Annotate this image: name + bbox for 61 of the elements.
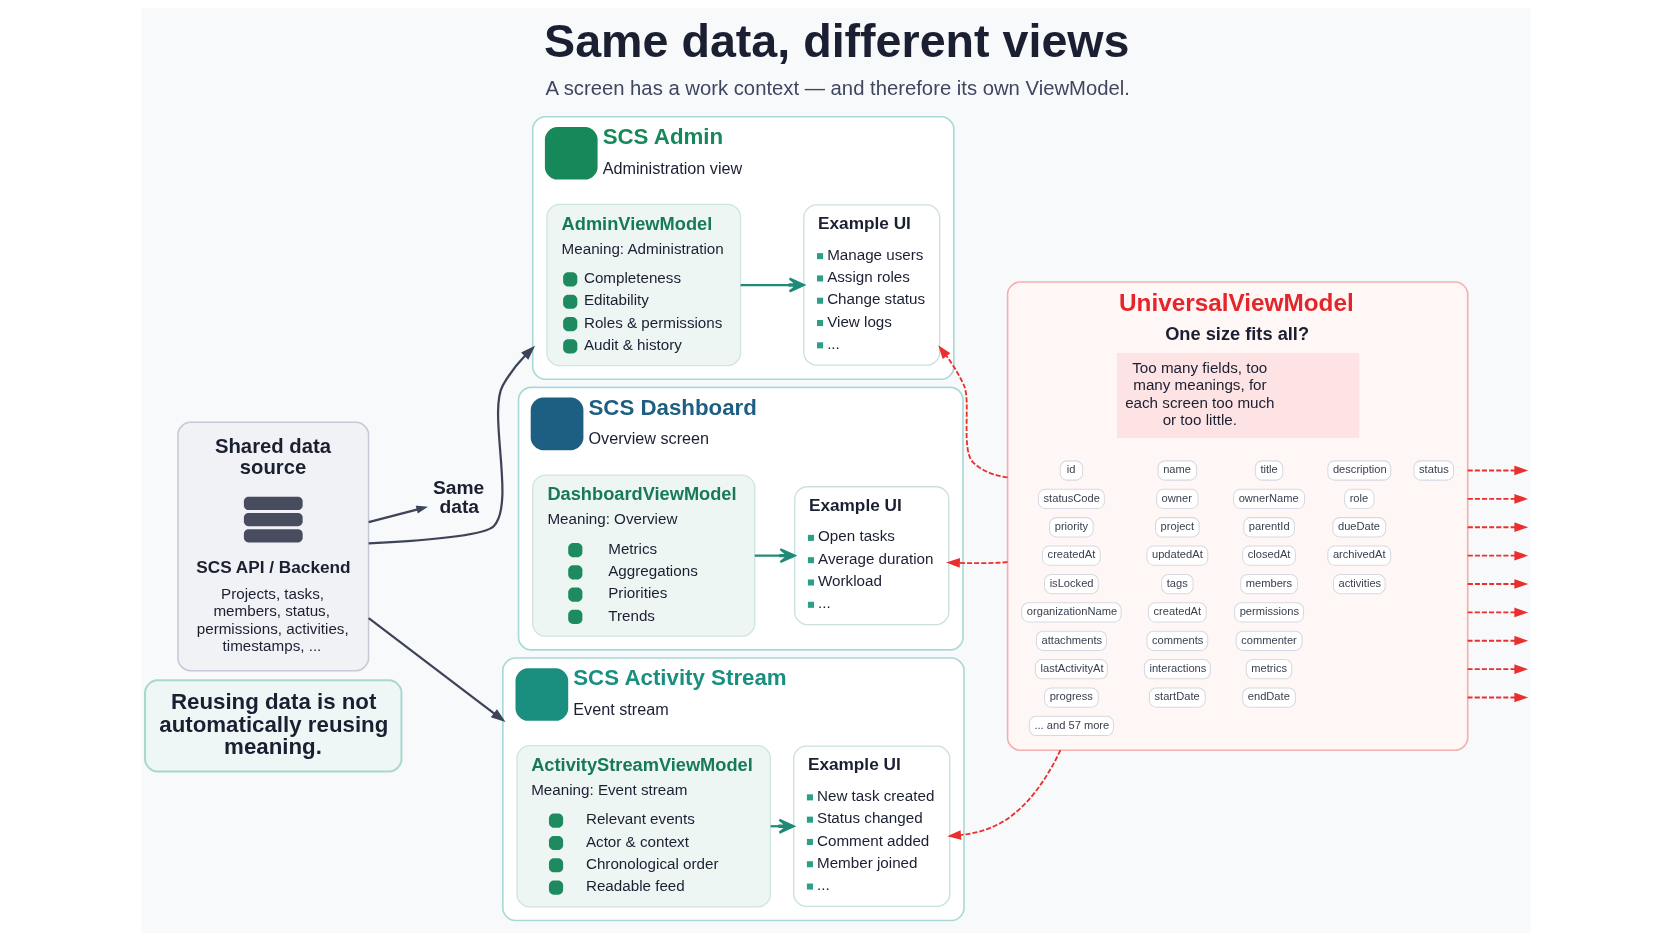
arrow bbox=[1466, 522, 1529, 533]
node-box: startDate bbox=[1148, 687, 1206, 708]
caption: A screen has a work context — and therefore its own ViewModel. bbox=[545, 76, 1130, 99]
arrow bbox=[1466, 692, 1529, 703]
node-box: owner bbox=[1156, 488, 1199, 509]
node-box: organizationName bbox=[1021, 602, 1122, 623]
node-box: updatedAt bbox=[1146, 545, 1209, 566]
arrow bbox=[1466, 579, 1529, 589]
node-box: Reusing data is not automatically reusing meaning. bbox=[144, 679, 403, 773]
arrow bbox=[1466, 664, 1529, 674]
arrow bbox=[946, 558, 1009, 568]
arrow bbox=[1466, 465, 1529, 476]
node-box: comments bbox=[1146, 630, 1209, 651]
node-box: dueDate bbox=[1332, 517, 1387, 538]
node-text: Same data bbox=[432, 477, 485, 518]
node-box: archivedAt bbox=[1327, 545, 1392, 566]
diagram-title: Same data, different views bbox=[544, 15, 1130, 68]
arrow bbox=[740, 277, 805, 293]
node-box: DashboardViewModel Meaning: Overview Metrics Aggregations Priorities Trends bbox=[532, 474, 756, 637]
node-box: tags bbox=[1161, 573, 1194, 595]
arrow bbox=[1466, 635, 1529, 646]
arrow bbox=[938, 345, 1009, 479]
node-box: createdAt bbox=[1147, 602, 1207, 623]
node-box: Example UI New task created Status changed Comment added Member joined ... bbox=[793, 745, 951, 907]
node-box: AdminViewModel Meaning: Administration Completeness Editability Roles & permissions Audit & history bbox=[546, 203, 742, 367]
node-box: isLocked bbox=[1044, 573, 1099, 595]
node-box: ActivityStreamViewModel Meaning: Event stream Relevant events Actor & context Chronological order Readable feed bbox=[516, 745, 772, 908]
arrow bbox=[368, 505, 428, 524]
arrow bbox=[947, 749, 1062, 840]
node-box: createdAt bbox=[1042, 545, 1101, 566]
node-box: lastActivityAt bbox=[1034, 659, 1108, 680]
node-box: parentId bbox=[1243, 517, 1295, 538]
arrow bbox=[754, 548, 796, 564]
node-box: status bbox=[1413, 460, 1455, 481]
node-box: name bbox=[1157, 460, 1198, 481]
node-box: progress bbox=[1044, 687, 1099, 708]
arrow bbox=[1466, 607, 1529, 618]
node-box: role bbox=[1344, 488, 1375, 509]
arrow bbox=[368, 617, 506, 723]
node-box: ownerName bbox=[1233, 488, 1306, 509]
node-box: commenter bbox=[1235, 630, 1303, 651]
arrow bbox=[1466, 494, 1529, 504]
node-box: closedAt bbox=[1242, 545, 1296, 566]
node-box: project bbox=[1155, 517, 1200, 538]
arrow bbox=[1466, 550, 1529, 561]
node-box: interactions bbox=[1143, 659, 1211, 680]
node-box: priority bbox=[1049, 517, 1094, 538]
node-box: members bbox=[1240, 573, 1298, 595]
node-box: permissions bbox=[1234, 602, 1305, 623]
arrow bbox=[368, 345, 536, 545]
node-box: ... and 57 more bbox=[1028, 715, 1114, 737]
node-box: activities bbox=[1332, 573, 1386, 595]
node-box: Example UI Manage users Assign roles Change status View logs ... bbox=[803, 204, 941, 366]
node-box: endDate bbox=[1242, 687, 1296, 708]
node-box: attachments bbox=[1035, 630, 1107, 651]
node-box: metrics bbox=[1245, 659, 1293, 680]
node-box: statusCode bbox=[1037, 488, 1105, 509]
node-box: title bbox=[1254, 460, 1284, 481]
node-box: description bbox=[1327, 460, 1392, 481]
node-box: Example UI Open tasks Average duration Workload ... bbox=[794, 486, 950, 626]
node-box: Shared data source SCS API / Backend Projects, tasks, members, status, permissions, activities, timestamps, ... bbox=[177, 421, 370, 672]
